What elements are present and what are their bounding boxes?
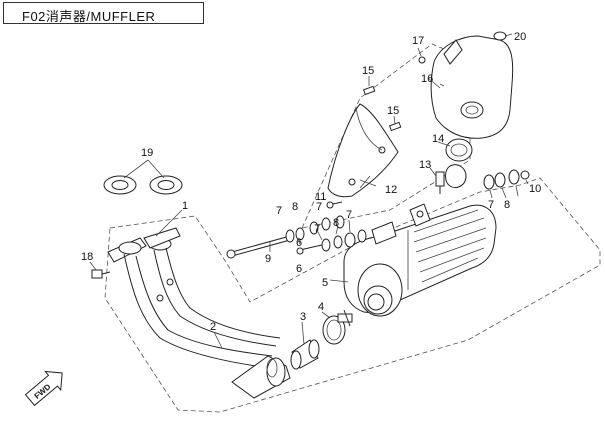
callout-7b: 7	[316, 201, 322, 213]
forward-arrow-icon: FWD	[24, 370, 63, 407]
leader-lines	[89, 33, 529, 349]
end-cap-shield-16	[430, 35, 514, 139]
callout-9: 9	[265, 253, 271, 265]
clamp-4	[322, 309, 353, 345]
callout-18: 18	[81, 251, 93, 263]
callout-15b: 15	[387, 105, 399, 117]
gasket-19	[103, 175, 183, 195]
callout-7c: 7	[346, 209, 352, 221]
callout-6b: 6	[296, 263, 302, 275]
screw-11	[326, 201, 343, 209]
callout-10: 10	[529, 183, 541, 195]
page-title: F02消声器/MUFFLER	[22, 9, 156, 24]
callout-8c: 8	[504, 199, 510, 211]
gasket-3	[290, 339, 320, 370]
assembly-boundary-main	[104, 177, 601, 413]
callout-6a: 6	[296, 237, 302, 249]
muffler-5	[343, 203, 497, 317]
heat-shield-12	[327, 103, 399, 198]
callout-7d: 7	[488, 199, 494, 211]
callout-15a: 15	[362, 65, 374, 77]
washer-set-lower	[296, 229, 367, 255]
callout-16: 16	[421, 73, 433, 85]
gasket-14	[445, 138, 473, 189]
callout-11: 11	[315, 191, 326, 203]
callout-13: 13	[419, 159, 431, 171]
callout-3: 3	[300, 311, 306, 323]
callout-4: 4	[318, 301, 324, 313]
callout-12: 12	[385, 184, 397, 196]
callout-20: 20	[514, 31, 526, 43]
callout-17: 17	[412, 35, 424, 47]
cap-20	[493, 31, 507, 41]
callout-7e: 7	[314, 223, 320, 235]
callout-7a: 7	[276, 205, 282, 217]
callout-labels: 1 2 3 4 5 6 6 7 7 7 7 7 8 8 8 9 10 11 12…	[81, 31, 541, 333]
bolt-9	[226, 235, 291, 259]
bolt-18	[91, 269, 111, 279]
callout-5: 5	[322, 277, 328, 289]
screw-17	[418, 56, 426, 64]
title-box: F02消声器/MUFFLER	[3, 2, 204, 24]
callout-19: 19	[141, 147, 153, 159]
callout-8a: 8	[292, 201, 298, 213]
callout-1: 1	[182, 200, 188, 212]
nut-13	[435, 171, 445, 194]
washer-set-upper	[285, 215, 345, 243]
washer-set-right	[483, 169, 530, 190]
callout-8b: 8	[333, 217, 339, 229]
clip-15	[362, 85, 402, 132]
callout-2: 2	[210, 321, 216, 333]
callout-14: 14	[432, 133, 444, 145]
exhaust-pipe-1	[107, 227, 291, 399]
